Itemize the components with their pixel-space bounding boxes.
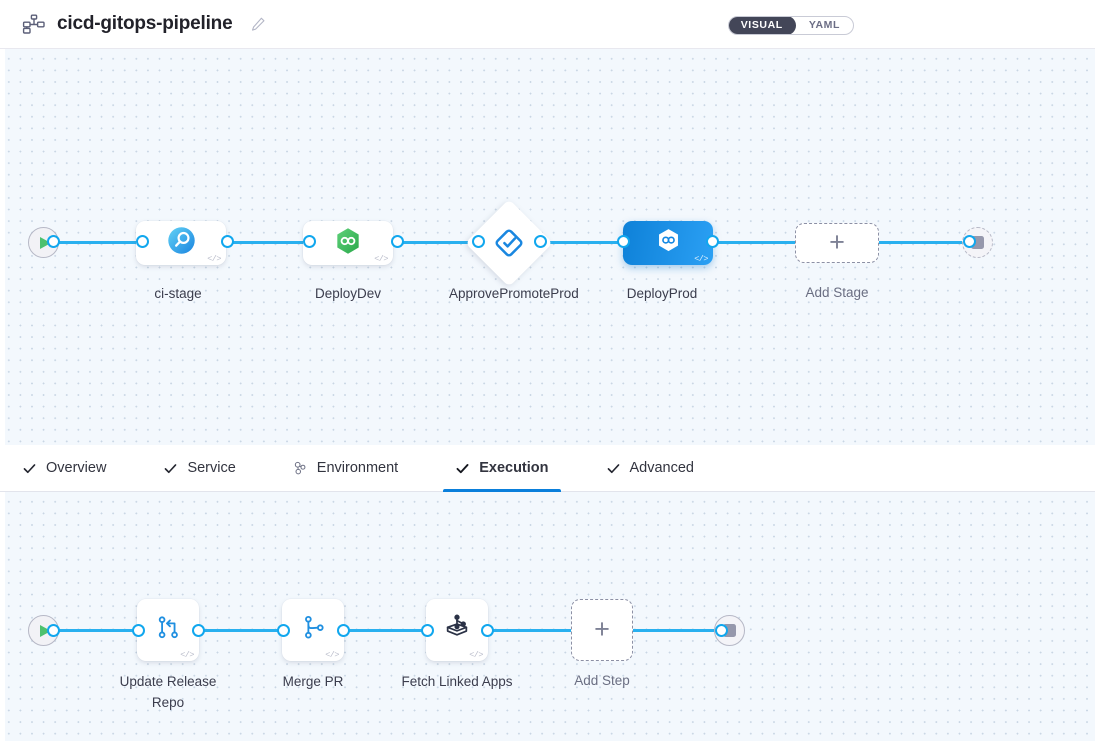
page-title: cicd-gitops-pipeline bbox=[57, 13, 233, 34]
port-ci-stage-in[interactable] bbox=[136, 235, 149, 248]
port-deployprod-in[interactable] bbox=[617, 235, 630, 248]
step-node-fetch-linked-apps[interactable]: </> bbox=[426, 599, 488, 661]
step-label-fetch-linked-apps: Fetch Linked Apps bbox=[401, 674, 513, 689]
edge-ci-stage-to-deploydev bbox=[228, 241, 320, 244]
pipeline-header: cicd-gitops-pipeline VISUAL YAML bbox=[0, 0, 1095, 49]
step-label-merge-pr: Merge PR bbox=[282, 674, 344, 689]
add-step-button[interactable]: + bbox=[571, 599, 633, 661]
git-update-branch-icon bbox=[152, 611, 185, 649]
git-merge-branch-icon bbox=[297, 611, 330, 649]
stage-config-tabbar[interactable]: Overview Service Environment Execution bbox=[0, 445, 1095, 492]
check-icon bbox=[606, 461, 621, 476]
pipeline-graph-icon bbox=[22, 12, 46, 36]
stage-node-deploydev[interactable]: </> bbox=[303, 221, 393, 265]
port-exec-end-in[interactable] bbox=[715, 624, 728, 637]
stage-node-deployprod[interactable]: </> bbox=[623, 221, 713, 265]
port-start-out[interactable] bbox=[47, 235, 60, 248]
tab-label: Service bbox=[187, 460, 236, 476]
environment-cluster-icon bbox=[293, 461, 308, 476]
stage-label-deployprod: DeployProd bbox=[626, 286, 698, 301]
port-end-in[interactable] bbox=[963, 235, 976, 248]
code-badge-icon: </> bbox=[325, 649, 339, 660]
step-label-update-release-repo: Update Release Repo bbox=[119, 674, 217, 710]
edge-add-step-to-end bbox=[630, 629, 725, 632]
edge-fetch-to-add-step bbox=[487, 629, 577, 632]
code-badge-icon: </> bbox=[694, 253, 708, 264]
play-icon bbox=[39, 624, 51, 637]
code-badge-icon: </> bbox=[207, 253, 221, 264]
port-update-release-repo-out[interactable] bbox=[192, 624, 205, 637]
header-left-group: cicd-gitops-pipeline bbox=[22, 12, 267, 36]
port-fetch-linked-apps-out[interactable] bbox=[481, 624, 494, 637]
add-stage-button[interactable]: + bbox=[795, 223, 879, 263]
pencil-edit-icon[interactable] bbox=[250, 16, 267, 33]
port-fetch-linked-apps-in[interactable] bbox=[421, 624, 434, 637]
port-approve-in[interactable] bbox=[472, 235, 485, 248]
toggle-visual-button[interactable]: VISUAL bbox=[728, 17, 796, 34]
stage-label-deploydev: DeployDev bbox=[314, 286, 382, 301]
plus-icon: + bbox=[594, 613, 610, 644]
tab-environment[interactable]: Environment bbox=[293, 445, 418, 491]
edge-approve-to-deployprod bbox=[540, 241, 640, 244]
code-badge-icon: </> bbox=[469, 649, 483, 660]
plus-icon: + bbox=[829, 226, 845, 257]
port-update-release-repo-in[interactable] bbox=[132, 624, 145, 637]
port-deploydev-out[interactable] bbox=[391, 235, 404, 248]
kubernetes-hexagon-icon bbox=[333, 226, 363, 261]
stage-node-ci-stage[interactable]: </> bbox=[136, 221, 226, 265]
ci-build-icon bbox=[166, 225, 197, 261]
tab-advanced[interactable]: Advanced bbox=[606, 445, 715, 491]
edge-update-to-merge-pr bbox=[198, 629, 290, 632]
tab-label: Advanced bbox=[629, 460, 695, 476]
execution-steps-canvas[interactable]: </> Update Release Repo </> Merge PR bbox=[0, 492, 1095, 741]
code-badge-icon: </> bbox=[180, 649, 194, 660]
toggle-yaml-button[interactable]: YAML bbox=[796, 17, 853, 34]
code-badge-icon: </> bbox=[374, 253, 388, 264]
add-step-label: Add Step bbox=[574, 673, 630, 688]
edge-start-to-ci-stage bbox=[53, 241, 143, 244]
view-mode-toggle[interactable]: VISUAL YAML bbox=[727, 16, 854, 35]
edge-merge-to-fetch-linked-apps bbox=[343, 629, 435, 632]
port-deploydev-in[interactable] bbox=[303, 235, 316, 248]
stage-label-ci-stage: ci-stage bbox=[154, 286, 202, 301]
check-icon bbox=[455, 461, 470, 476]
gitops-fetch-apps-icon bbox=[439, 610, 475, 651]
edge-deploydev-to-approve bbox=[398, 241, 480, 244]
edge-addstage-to-end bbox=[873, 241, 973, 244]
tab-label: Execution bbox=[479, 460, 549, 476]
tab-label: Overview bbox=[46, 460, 107, 476]
port-deployprod-out[interactable] bbox=[706, 235, 719, 248]
step-node-merge-pr[interactable]: </> bbox=[282, 599, 344, 661]
port-merge-pr-in[interactable] bbox=[277, 624, 290, 637]
stage-label-approvepromoteprod: ApprovePromoteProd bbox=[449, 286, 579, 301]
tab-overview[interactable]: Overview bbox=[22, 445, 126, 491]
check-icon bbox=[163, 461, 178, 476]
port-approve-out[interactable] bbox=[534, 235, 547, 248]
port-ci-stage-out[interactable] bbox=[221, 235, 234, 248]
deploy-hexagon-infinity-icon bbox=[654, 226, 683, 260]
check-icon bbox=[22, 461, 37, 476]
play-icon bbox=[39, 236, 51, 249]
edge-start-to-update-release-repo bbox=[53, 629, 145, 632]
step-node-update-release-repo[interactable]: </> bbox=[137, 599, 199, 661]
tab-label: Environment bbox=[316, 460, 399, 476]
edge-deployprod-to-addstage bbox=[700, 241, 810, 244]
tab-service[interactable]: Service bbox=[163, 445, 255, 491]
tab-execution[interactable]: Execution bbox=[443, 445, 568, 492]
port-merge-pr-out[interactable] bbox=[337, 624, 350, 637]
stage-graph-canvas[interactable]: </> ci-stage </> DeployDev bbox=[0, 49, 1095, 445]
add-stage-label: Add Stage bbox=[805, 285, 869, 300]
port-exec-start-out[interactable] bbox=[47, 624, 60, 637]
